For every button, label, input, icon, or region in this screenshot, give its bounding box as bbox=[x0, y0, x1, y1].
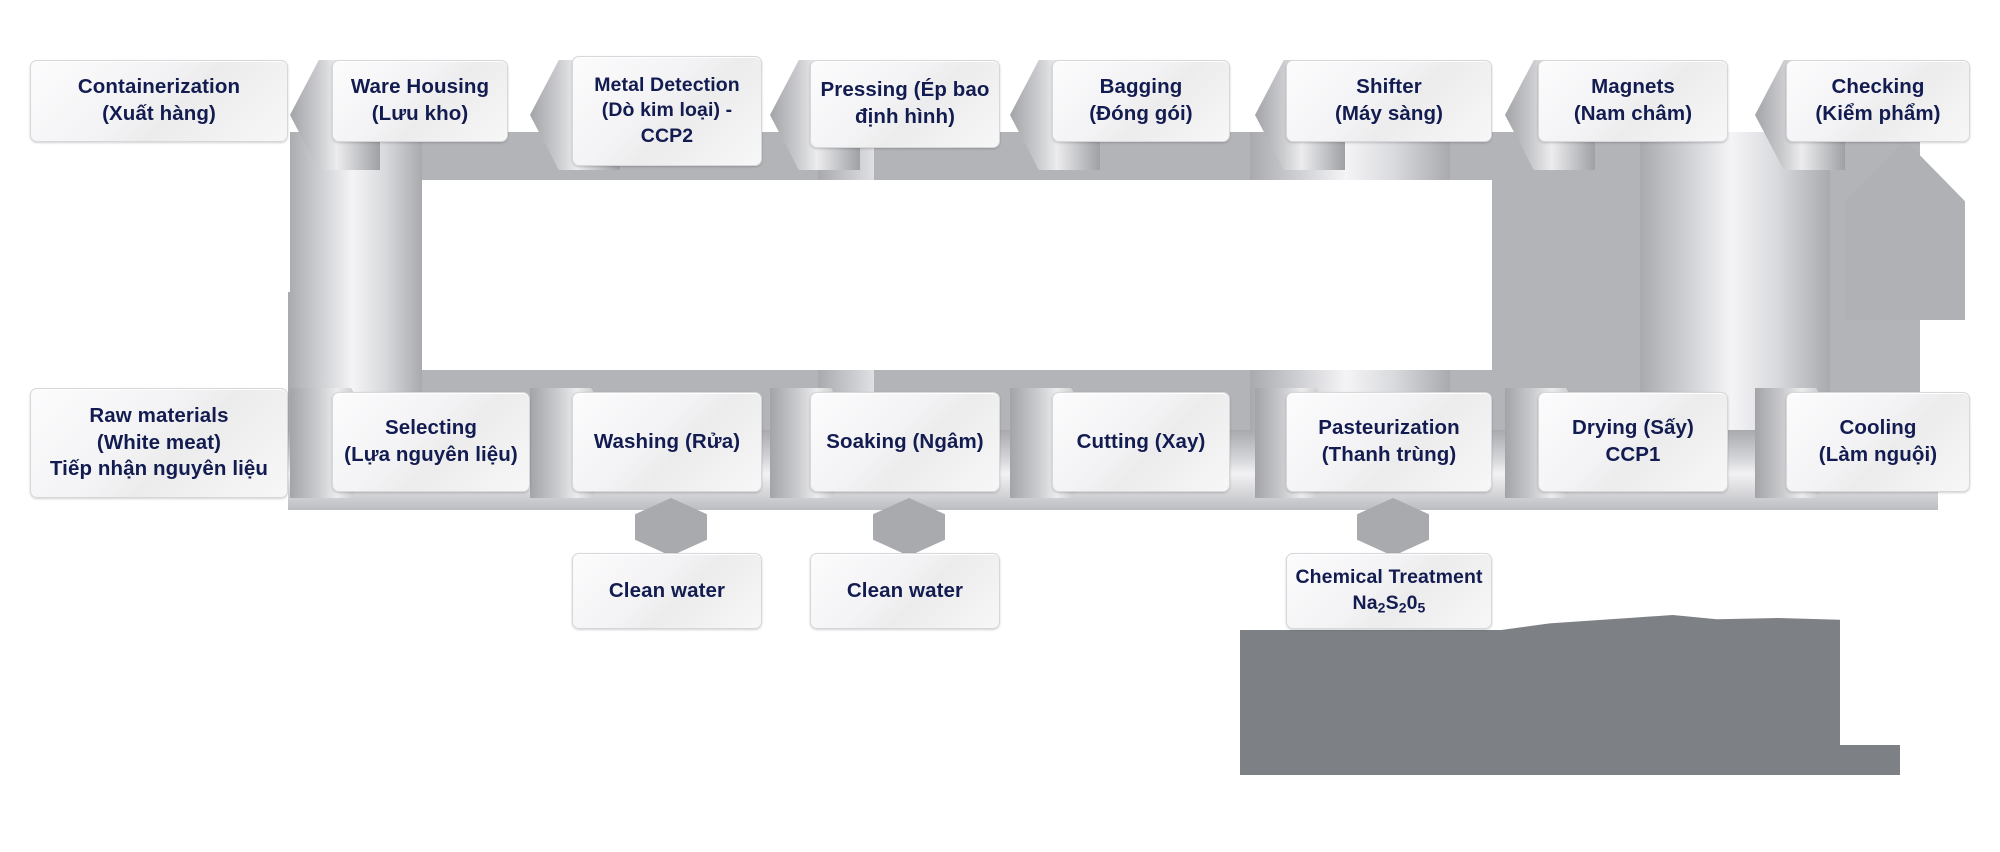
node-label-line1: Chemical Treatment bbox=[1295, 566, 1483, 589]
mask-dark-right bbox=[1840, 600, 2000, 760]
process-node-containerization[interactable]: Containerization (Xuất hàng) bbox=[30, 60, 288, 142]
process-node-cutting[interactable]: Cutting (Xay) bbox=[1052, 392, 1230, 492]
process-node-soaking[interactable]: Soaking (Ngâm) bbox=[810, 392, 1000, 492]
node-label-line1: Drying (Sấy) bbox=[1572, 416, 1694, 440]
process-node-metal-detection[interactable]: Metal Detection (Dò kim loại) - CCP2 bbox=[572, 56, 762, 166]
process-node-washing[interactable]: Washing (Rửa) bbox=[572, 392, 762, 492]
input-node-clean-water-soaking[interactable]: Clean water bbox=[810, 553, 1000, 629]
node-label-line1: Ware Housing bbox=[350, 75, 490, 99]
node-label-line2: (Lưu kho) bbox=[371, 102, 469, 125]
process-node-selecting[interactable]: Selecting (Lựa nguyên liệu) bbox=[332, 392, 530, 492]
node-label-line1: Pressing (Ép bao bbox=[820, 78, 990, 102]
node-label-line2: (Xuất hàng) bbox=[102, 102, 216, 125]
process-node-pressing[interactable]: Pressing (Ép bao định hình) bbox=[810, 60, 1000, 148]
node-label-line2: (Nam châm) bbox=[1573, 102, 1693, 125]
input-node-clean-water-washing[interactable]: Clean water bbox=[572, 553, 762, 629]
node-label-line3: Tiếp nhận nguyên liệu bbox=[49, 457, 269, 481]
node-label-line2: định hình) bbox=[854, 105, 956, 128]
node-label-line1: Cutting (Xay) bbox=[1076, 429, 1206, 453]
node-label-line3: CCP2 bbox=[640, 124, 694, 147]
process-node-bagging[interactable]: Bagging (Đóng gói) bbox=[1052, 60, 1230, 142]
formula-sub-1: 2 bbox=[1377, 599, 1386, 616]
node-label-line1: Bagging bbox=[1099, 75, 1183, 99]
node-label-line2: (Làm nguội) bbox=[1818, 443, 1938, 466]
node-label-line2: (Thanh trùng) bbox=[1321, 443, 1457, 466]
node-label-line1: Pasteurization bbox=[1318, 416, 1460, 440]
node-label-line1: Cooling bbox=[1839, 416, 1917, 440]
formula-s: S bbox=[1385, 591, 1399, 614]
process-node-magnets[interactable]: Magnets (Nam châm) bbox=[1538, 60, 1728, 142]
node-label-line2: (Dò kim loại) - bbox=[601, 99, 733, 122]
node-label-line2: (White meat) bbox=[96, 430, 222, 454]
node-label-line1: Clean water bbox=[846, 578, 964, 602]
process-node-pasteurization[interactable]: Pasteurization (Thanh trùng) bbox=[1286, 392, 1492, 492]
node-label-line2: (Kiểm phẩm) bbox=[1815, 102, 1941, 125]
process-node-shifter[interactable]: Shifter (Máy sàng) bbox=[1286, 60, 1492, 142]
formula-na: Na bbox=[1352, 591, 1378, 614]
node-label-line1: Soaking (Ngâm) bbox=[826, 429, 984, 453]
node-label-line1: Washing (Rửa) bbox=[593, 429, 741, 453]
node-label-line2: (Máy sàng) bbox=[1334, 102, 1444, 125]
process-node-raw-materials[interactable]: Raw materials (White meat) Tiếp nhận ngu… bbox=[30, 388, 288, 498]
node-label-line1: Containerization bbox=[77, 75, 241, 99]
node-label-line2: (Lựa nguyên liệu) bbox=[344, 443, 518, 466]
background-dark-footer bbox=[1240, 745, 1900, 775]
mask-upper-right bbox=[874, 180, 1492, 370]
node-label-line2: (Đóng gói) bbox=[1089, 102, 1193, 125]
node-label-line1: Clean water bbox=[608, 578, 726, 602]
mask-upper-center bbox=[422, 180, 874, 370]
formula-sub-3: 5 bbox=[1417, 599, 1426, 616]
node-label-line1: Metal Detection bbox=[594, 73, 740, 96]
formula-o: 0 bbox=[1406, 591, 1418, 614]
node-label-line1: Selecting bbox=[384, 416, 478, 440]
background-dark-mass-3 bbox=[1240, 686, 1400, 706]
node-label-line1: Checking bbox=[1831, 75, 1925, 99]
process-node-cooling[interactable]: Cooling (Làm nguội) bbox=[1786, 392, 1970, 492]
node-label-line1: Shifter bbox=[1356, 75, 1422, 99]
process-node-checking[interactable]: Checking (Kiểm phẩm) bbox=[1786, 60, 1970, 142]
formula-sub-2: 2 bbox=[1398, 599, 1407, 616]
node-label-formula: Na2S205 bbox=[1295, 591, 1482, 617]
process-node-drying[interactable]: Drying (Sấy) CCP1 bbox=[1538, 392, 1728, 492]
mask-dark-left bbox=[0, 600, 1240, 800]
process-node-warehousing[interactable]: Ware Housing (Lưu kho) bbox=[332, 60, 508, 142]
input-node-chemical-treatment[interactable]: Chemical Treatment Na2S205 bbox=[1286, 553, 1492, 629]
node-label-line2: CCP1 bbox=[1605, 443, 1661, 466]
node-label-line1: Raw materials bbox=[89, 404, 229, 428]
node-label-line1: Magnets bbox=[1591, 75, 1675, 99]
